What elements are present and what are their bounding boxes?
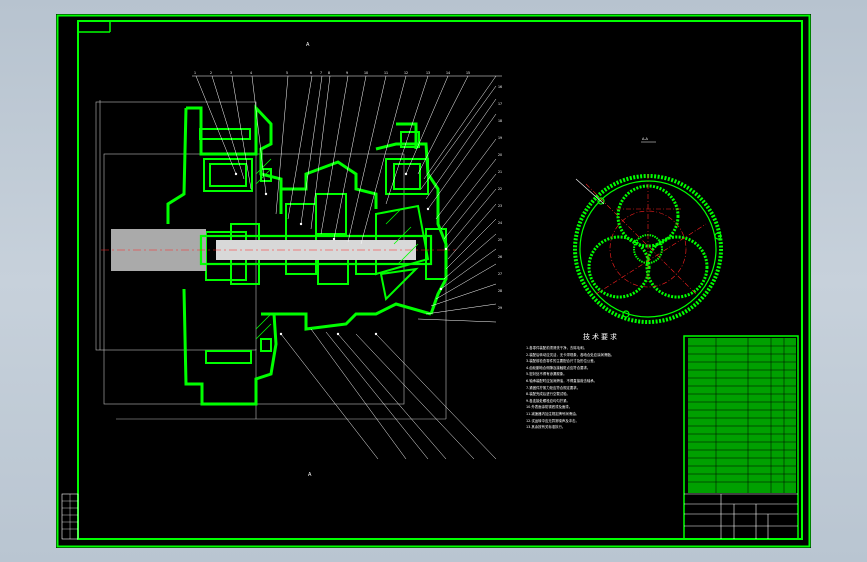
requirement-line: 7.紧固件拧紧力矩应符合规定要求。 — [526, 385, 581, 390]
leader-number: 6 — [310, 71, 312, 75]
leader-number: 2 — [210, 71, 212, 75]
leader-number: 28 — [498, 289, 502, 293]
title-block — [683, 335, 799, 540]
leader-number: 7 — [320, 71, 322, 75]
leader-lines — [195, 75, 497, 460]
leader-number: 16 — [498, 85, 502, 89]
leader-number: 29 — [498, 306, 502, 310]
dimension-lines — [95, 100, 447, 420]
leader-number: 20 — [498, 153, 502, 157]
requirement-line: 1.各零件装配前须清洗干净，去除毛刺。 — [526, 346, 587, 350]
leader-number: 9 — [346, 71, 348, 75]
requirement-line: 2.装配后转动应灵活，无卡滞现象，各啮合处应涂润滑脂。 — [526, 352, 614, 357]
requirement-line: 13.其余按有关标准执行。 — [526, 425, 566, 430]
leader-number: 22 — [498, 187, 502, 191]
leader-number: 24 — [498, 221, 502, 225]
leader-number: 1 — [194, 71, 196, 75]
requirement-line: 4.齿轮副啮合侧隙及接触斑点应符合要求。 — [526, 365, 591, 370]
requirement-line: 3.装配前检查零件的主要配合尺寸及形位公差。 — [526, 359, 598, 364]
housing — [166, 104, 448, 406]
requirement-line: 8.装配完成后进行空载试验。 — [526, 392, 570, 397]
outer-border — [56, 14, 811, 548]
leader-number: 12 — [404, 71, 408, 75]
requirement-line: 5.密封处不得有渗漏现象。 — [526, 372, 567, 377]
leader-number: 4 — [250, 71, 252, 75]
leader-number: 27 — [498, 272, 502, 276]
input-shaft — [101, 229, 456, 271]
leader-number: 11 — [384, 71, 388, 75]
leader-number: 13 — [426, 71, 430, 75]
inner-border — [77, 20, 803, 540]
requirement-line: 9.各连接处螺栓应均匀拧紧。 — [526, 398, 570, 403]
leader-number: 21 — [498, 170, 502, 174]
leader-number: 19 — [498, 136, 502, 140]
leader-number: 17 — [498, 102, 502, 106]
technical-requirements: 技术要求 1.各零件装配前须清洗干净，去除毛刺。 2.装配后转动应灵活，无卡滞现… — [526, 332, 676, 431]
section-hatch — [255, 158, 419, 340]
leader-dots — [234, 172, 448, 336]
leader-number: 5 — [286, 71, 288, 75]
view-mark-bottom: A — [308, 472, 312, 478]
requirement-line: 6.轴承装配时应加润滑油，不得直接敲击轴承。 — [526, 378, 598, 383]
assembly-drawing: A A A-A 12345678910111213141516171819202… — [56, 14, 811, 548]
gear-view-caption: A-A — [642, 137, 649, 141]
requirement-line: 12.试运转中应无异常噪声及冲击。 — [526, 418, 579, 423]
view-mark-top: A — [306, 42, 310, 48]
leader-number: 14 — [446, 71, 450, 75]
leader-number: 8 — [328, 71, 330, 75]
leader-number: 23 — [498, 204, 502, 208]
technical-requirements-title: 技术要求 — [583, 333, 619, 341]
leader-number: 18 — [498, 119, 502, 123]
bevel-gear-lower — [379, 267, 419, 302]
planetary-gear-view — [573, 141, 723, 324]
leader-number: 15 — [466, 71, 470, 75]
leader-number: 10 — [364, 71, 368, 75]
requirement-line: 11.减速器内加注规定牌号润滑油。 — [526, 411, 579, 416]
leader-number: 3 — [230, 71, 232, 75]
leader-number: 25 — [498, 238, 502, 242]
requirement-line: 10.外表面涂防锈底漆及面漆。 — [526, 405, 573, 410]
leader-number: 26 — [498, 255, 502, 259]
